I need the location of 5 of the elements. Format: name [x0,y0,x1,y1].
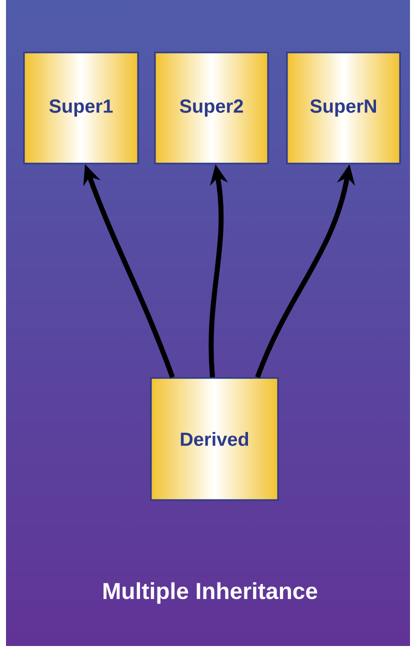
class-box: Super1 [23,52,139,164]
class-box: Super2 [154,52,269,164]
caption: Multiple Inheritance [104,582,318,604]
class-box: SuperN [286,52,401,164]
class-box: Derived [150,377,279,501]
